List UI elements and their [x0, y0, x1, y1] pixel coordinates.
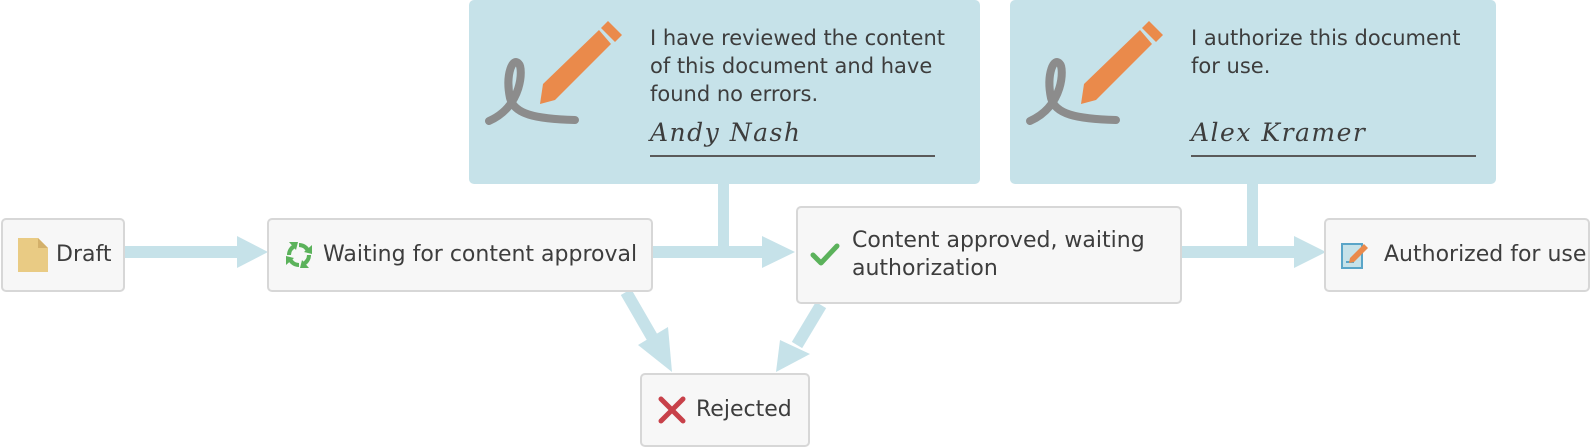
state-label-line-1: Content approved, waiting — [852, 228, 1145, 253]
signer-name: Andy Nash — [650, 118, 802, 147]
state-label-line-2: authorization — [852, 256, 998, 281]
signature-2-connector — [1247, 183, 1258, 252]
signature-line — [650, 155, 935, 157]
signed-document-icon — [1340, 240, 1372, 270]
pen-signature-icon — [1026, 21, 1163, 125]
arrowhead-draft-to-waiting — [237, 236, 268, 268]
state-rejected: Rejected — [640, 373, 810, 447]
arrowhead-waiting-to-rejected — [638, 327, 672, 372]
state-label: Content approved, waiting authorization — [852, 227, 1145, 283]
arrow-waiting-to-rejected — [620, 288, 658, 341]
signature-panel-content-review: I have reviewed the content of this docu… — [469, 0, 980, 184]
state-draft: Draft — [1, 218, 125, 292]
arrow-waiting-to-approved — [651, 246, 763, 258]
pen-signature-icon — [485, 21, 622, 125]
state-content-approved-waiting-authorization: Content approved, waiting authorization — [796, 206, 1182, 304]
arrowhead-approved-to-rejected — [776, 340, 810, 372]
document-icon — [18, 238, 48, 272]
arrow-approved-to-rejected — [791, 301, 827, 349]
signature-line — [1191, 155, 1476, 157]
state-label: Waiting for content approval — [323, 242, 638, 267]
x-cross-icon — [658, 396, 686, 424]
signature-panel-authorization: I authorize this document for use. Alex … — [1010, 0, 1496, 184]
refresh-cycle-icon — [285, 241, 313, 269]
signature-statement: I authorize this document for use. — [1191, 26, 1461, 78]
state-authorized-for-use: Authorized for use — [1324, 218, 1590, 292]
arrowhead-waiting-to-approved — [762, 236, 795, 268]
state-label: Draft — [56, 242, 112, 267]
signature-statement: I have reviewed the content of this docu… — [650, 26, 945, 106]
arrow-draft-to-waiting — [124, 246, 238, 258]
signature-1-connector — [718, 183, 729, 252]
state-waiting-for-content-approval: Waiting for content approval — [267, 218, 653, 292]
state-label: Authorized for use — [1384, 242, 1587, 267]
checkmark-icon — [810, 242, 840, 268]
signer-name: Alex Kramer — [1191, 118, 1367, 147]
arrow-approved-to-authorized — [1181, 246, 1295, 258]
arrowhead-approved-to-authorized — [1294, 236, 1326, 268]
state-label: Rejected — [696, 397, 792, 422]
